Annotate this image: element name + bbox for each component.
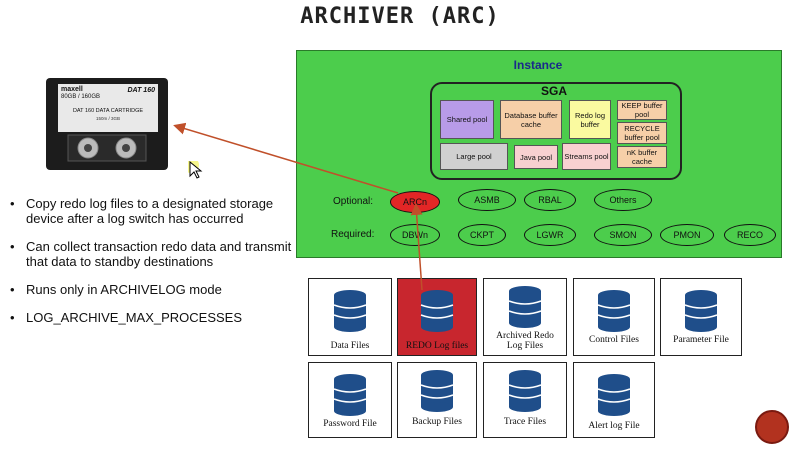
- redo-log-buffer: Redo log buffer: [569, 100, 611, 139]
- bullet-item: •Can collect transaction redo data and t…: [10, 239, 292, 269]
- shared-pool: Shared pool: [440, 100, 494, 139]
- required-label: Required:: [331, 229, 375, 240]
- database-icon: [508, 370, 542, 412]
- tape-brand: maxell: [61, 86, 83, 93]
- control-files: Control Files: [573, 278, 655, 356]
- alert-log-file: Alert log File: [573, 362, 655, 438]
- process-ckpt: CKPT: [458, 224, 506, 246]
- database-icon: [597, 374, 631, 416]
- process-arcn: ARCn: [390, 191, 440, 213]
- streams-pool: Streams pool: [562, 143, 611, 170]
- parameter-file: Parameter File: [660, 278, 742, 356]
- page-title: ARCHIVER (ARC): [300, 4, 500, 29]
- bullet-item: •Runs only in ARCHIVELOG mode: [10, 282, 222, 297]
- backup-files: Backup Files: [397, 362, 477, 438]
- tape-model: DAT 160: [127, 87, 156, 94]
- archived-redo-log-files: Archived Redo Log Files: [483, 278, 567, 356]
- keep-buffer-pool: KEEP buffer pool: [617, 100, 667, 120]
- sga-label: SGA: [540, 84, 567, 98]
- password-file-label: Password File: [323, 419, 377, 429]
- database-icon: [508, 286, 542, 328]
- data-files-label: Data Files: [330, 341, 370, 351]
- database-icon: [597, 290, 631, 332]
- process-asmb: ASMB: [458, 189, 516, 211]
- process-rbal: RBAL: [524, 189, 576, 211]
- process-dbwn: DBWn: [390, 224, 440, 246]
- password-file: Password File: [308, 362, 392, 438]
- control-files-label: Control Files: [589, 335, 639, 345]
- optional-label: Optional:: [333, 196, 374, 207]
- java-pool: Java pool: [514, 145, 558, 169]
- tape-reels-icon: [67, 134, 147, 162]
- process-reco: RECO: [724, 224, 776, 246]
- recycle-buffer-pool: RECYCLE buffer pool: [617, 122, 667, 144]
- database-icon: [333, 290, 367, 332]
- redo-log-files: REDO Log files: [397, 278, 477, 356]
- tape-label: maxell 80GB / 160GB DAT 160 DAT 160 DATA…: [58, 84, 158, 132]
- database-icon: [684, 290, 718, 332]
- process-smon: SMON: [594, 224, 652, 246]
- tape-spec: 150m / 3GB: [95, 116, 120, 121]
- brand-logo-icon: [755, 410, 789, 444]
- cursor-icon: [188, 161, 203, 179]
- large-pool: Large pool: [440, 143, 508, 170]
- bullet-item: •Copy redo log files to a designated sto…: [10, 196, 274, 226]
- database-icon: [420, 370, 454, 412]
- database-icon: [420, 290, 454, 332]
- tape-capacity: 80GB / 160GB: [61, 94, 101, 100]
- backup-files-label: Backup Files: [412, 417, 462, 427]
- process-others: Others: [594, 189, 652, 211]
- archived-redo-log-files-label: Archived Redo Log Files: [496, 331, 554, 351]
- tape-cartridge-text: DAT 160 DATA CARTRIDGE: [72, 108, 144, 114]
- nk-buffer-cache: nK buffer cache: [617, 146, 667, 168]
- redo-log-files-label: REDO Log files: [405, 341, 469, 351]
- bullet-item: •LOG_ARCHIVE_MAX_PROCESSES: [10, 310, 243, 325]
- process-pmon: PMON: [660, 224, 714, 246]
- process-lgwr: LGWR: [524, 224, 576, 246]
- alert-log-file-label: Alert log File: [588, 421, 640, 431]
- bullet-list: •Copy redo log files to a designated sto…: [6, 196, 296, 338]
- trace-files: Trace Files: [483, 362, 567, 438]
- instance-label: Instance: [513, 58, 563, 72]
- database-buffer-cache: Database buffer cache: [500, 100, 562, 139]
- database-icon: [333, 374, 367, 416]
- parameter-file-label: Parameter File: [673, 335, 729, 345]
- trace-files-label: Trace Files: [503, 417, 547, 427]
- data-files: Data Files: [308, 278, 392, 356]
